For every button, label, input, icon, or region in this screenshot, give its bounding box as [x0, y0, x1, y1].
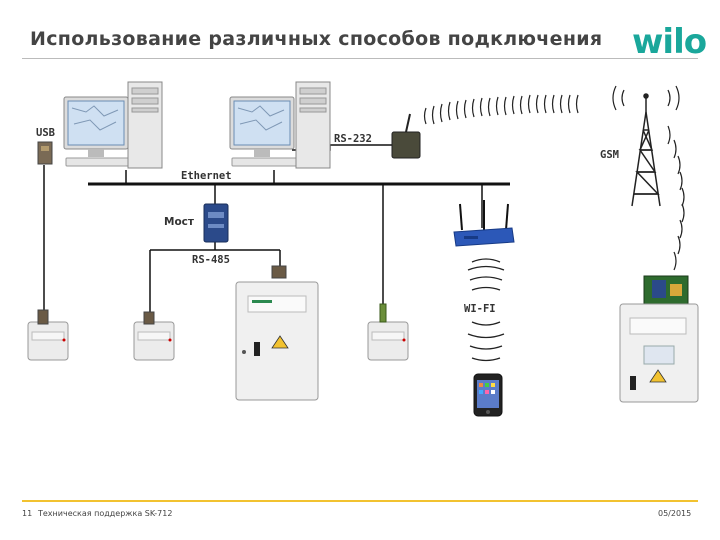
wilo-logo: wilo: [632, 22, 707, 62]
control-cabinet-2: [133, 311, 175, 361]
usb-module: [37, 141, 53, 165]
footer-date: 05/2015: [658, 509, 692, 518]
gsm-radio-waves: [423, 85, 685, 271]
bridge-label: Мост: [164, 216, 194, 228]
monitor-stand: [254, 149, 270, 157]
pc-tower: [295, 81, 331, 169]
ethernet-label: Ethernet: [181, 170, 232, 182]
title-divider: [22, 58, 698, 59]
gsm-tower: [631, 93, 661, 207]
bridge-device: [203, 203, 229, 243]
control-cabinet-gsm: [619, 275, 699, 403]
control-cabinet-1: [27, 309, 69, 361]
computer-1: [63, 81, 163, 169]
pc-tower: [127, 81, 163, 169]
footer-caption: Техническая поддержка SK-712: [38, 509, 173, 518]
smartphone: [473, 373, 503, 417]
control-cabinet-3: [367, 303, 409, 361]
gsm-label: GSM: [600, 149, 619, 161]
page-number: 11: [22, 509, 33, 518]
rs485-label: RS-485: [192, 254, 230, 266]
gsm-modem: [391, 113, 421, 159]
keyboard: [231, 157, 299, 167]
monitor-stand: [88, 149, 104, 157]
computer-2: [229, 81, 331, 169]
wifi-radio-waves: [467, 258, 505, 362]
slide-title: Использование различных способов подключ…: [30, 28, 603, 50]
keyboard: [65, 157, 133, 167]
usb-label: USB: [36, 127, 55, 139]
rs232-label: RS-232: [334, 133, 372, 145]
footer-divider: [22, 500, 698, 502]
wifi-router: [453, 200, 515, 247]
wifi-label: WI-FI: [464, 303, 496, 315]
control-cabinet-large: [235, 265, 319, 401]
